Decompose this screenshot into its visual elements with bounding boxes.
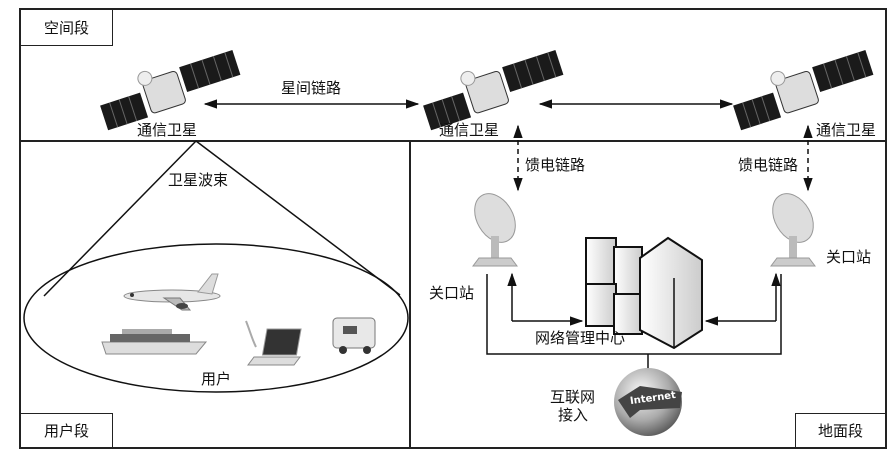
beam-label: 卫星波束 [168,171,229,189]
satellite-icon [423,49,564,131]
airplane-icon [123,273,221,311]
satellite-label: 通信卫星 [137,121,198,139]
beam-edge [43,140,197,297]
gateway-label: 关口站 [826,248,872,266]
internet-globe-icon [614,368,682,436]
beam-edge [195,140,401,296]
inter-satellite-link-label: 星间链路 [281,79,342,97]
user-label: 用户 [201,370,232,388]
space-segment-label: 空间段 [20,9,113,46]
server-icon [585,236,703,350]
internet-access-label: 互联网 [550,388,596,406]
feeder-link-label: 馈电链路 [525,156,586,174]
user-coverage-ellipse [23,243,409,393]
ship-icon [101,329,208,355]
internet-access-label: 接入 [558,406,589,424]
satellite-label: 通信卫星 [439,121,500,139]
ground-bus-line [486,274,782,355]
laptop-icon [245,320,302,366]
satellite-label: 通信卫星 [816,121,877,139]
rv-icon [332,317,376,354]
gateway-dish-icon [770,193,816,267]
gateway-label: 关口站 [429,284,475,302]
outer-frame [19,8,887,449]
feeder-link-label: 馈电链路 [738,156,799,174]
nmc-label: 网络管理中心 [535,329,626,347]
satellite-icon [733,49,874,131]
user-segment-label: 用户段 [20,413,113,448]
gateway-dish-icon [472,193,518,267]
satellite-icon [100,49,241,131]
ground-segment-label: 地面段 [795,413,886,448]
